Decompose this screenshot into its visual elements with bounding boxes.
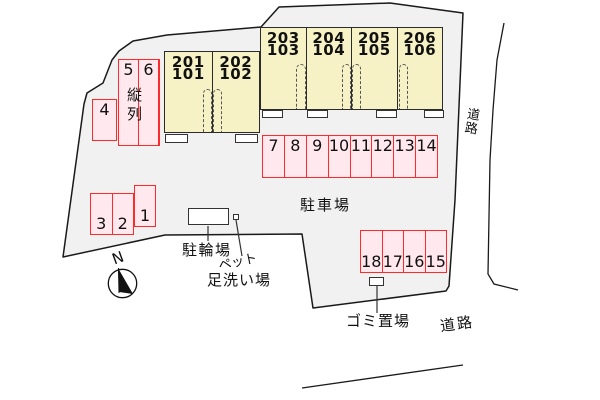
building-west: 201 101 202 102 (164, 51, 260, 133)
parking-tandem-5-6: 5 6 縦列 (118, 59, 160, 146)
entrance-door-outline (295, 64, 306, 109)
entrance-step (376, 110, 397, 118)
entrance-door-outline (398, 64, 408, 109)
road-label-bottom: 道路 (438, 312, 476, 336)
entrance-step (235, 134, 258, 143)
parking-space-16: 16 (404, 231, 426, 272)
tandem-parking-label: 縦列 (125, 87, 143, 125)
unit-206-106-label: 206 106 (403, 29, 437, 59)
road-bottom-edge-line (301, 364, 464, 389)
unit-205-105: 205 105 (352, 28, 398, 109)
parking-space-1: 1 (134, 185, 156, 227)
parking-space-2: 2 (117, 214, 128, 233)
parking-space-8: 8 (285, 136, 307, 177)
bicycle-parking-label: 駐輪場 (182, 241, 232, 259)
parking-space-14: 14 (416, 136, 437, 155)
parking-space-5: 5 (119, 60, 139, 145)
parking-row-15-18: 18 17 16 15 (360, 230, 447, 273)
unit-202-102: 202 102 (212, 52, 260, 132)
unit-201-101-label: 201 101 (171, 53, 205, 83)
pet-wash-station (233, 214, 239, 220)
pet-wash-leader-line (235, 219, 243, 257)
unit-201-101: 201 101 (165, 52, 213, 132)
parking-space-12: 12 (372, 136, 395, 177)
unit-205-105-label: 205 105 (357, 29, 391, 59)
entrance-door-outline (342, 64, 351, 109)
parking-area-label: 駐車場 (300, 196, 352, 214)
pet-wash-label-line2: 足洗い場 (207, 271, 272, 289)
parking-row-7-14: 7 8 9 10 11 12 13 14 (262, 135, 438, 178)
parking-space-3: 3 (91, 194, 113, 234)
north-needle-icon (118, 268, 133, 294)
parking-space-17: 17 (383, 231, 404, 272)
parking-space-4: 4 (92, 99, 117, 141)
unit-202-102-label: 202 102 (219, 53, 253, 83)
unit-203-103: 203 103 (261, 28, 307, 109)
parking-space-6: 6 (139, 60, 159, 145)
bicycle-parking-area (188, 208, 229, 225)
parking-space-9: 9 (307, 136, 329, 177)
entrance-step (262, 110, 283, 118)
entrance-door-outline (212, 89, 222, 132)
entrance-door-outline (352, 64, 361, 109)
unit-206-106: 206 106 (398, 28, 443, 109)
entrance-step (165, 134, 188, 143)
entrance-step (307, 110, 328, 118)
unit-204-104: 204 104 (307, 28, 352, 109)
building-east: 203 103 204 104 205 105 206 106 (260, 27, 443, 110)
parking-space-18: 18 (361, 231, 383, 272)
parking-space-11: 11 (351, 136, 373, 177)
entrance-door-outline (202, 89, 212, 132)
road-right-edge-line (487, 22, 519, 291)
parking-space-7: 7 (263, 136, 285, 177)
unit-203-103-label: 203 103 (266, 29, 300, 59)
parking-space-10: 10 (329, 136, 351, 177)
parking-space-15: 15 (425, 252, 446, 271)
garbage-station (369, 277, 384, 286)
parking-space-13: 13 (394, 136, 417, 177)
compass-icon (107, 267, 138, 299)
garbage-area-label: ゴミ置場 (346, 312, 411, 330)
parking-row-2-3: 3 2 (90, 193, 134, 235)
entrance-step (424, 110, 444, 118)
unit-204-104-label: 204 104 (312, 29, 346, 59)
